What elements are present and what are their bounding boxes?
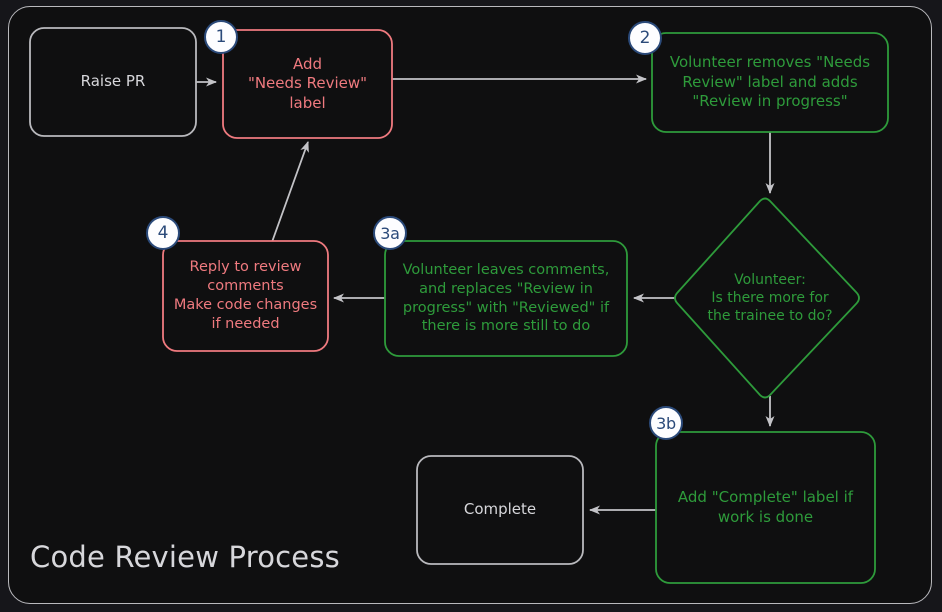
- node-shape-add-needs-review-label[interactable]: [222, 29, 393, 139]
- diagram-title: Code Review Process: [30, 540, 340, 574]
- node-shape-raise-pr[interactable]: [29, 27, 197, 137]
- step-badge-3b[interactable]: 3b: [649, 406, 683, 440]
- node-shape-volunteer-leaves-comments[interactable]: [384, 240, 628, 357]
- step-badge-3a[interactable]: 3a: [373, 216, 407, 250]
- step-badge-1[interactable]: 1: [204, 20, 238, 54]
- node-shape-add-complete-label[interactable]: [655, 431, 876, 584]
- node-shape-reply-to-review-comments[interactable]: [162, 240, 329, 352]
- edge-reply-to-add-label: [271, 141, 309, 243]
- step-badge-2[interactable]: 2: [628, 21, 662, 55]
- step-badge-4[interactable]: 4: [146, 216, 180, 250]
- node-shape-volunteer-more-for-trainee[interactable]: [674, 197, 860, 399]
- edge-layer: [196, 74, 775, 515]
- node-shape-volunteer-removes-needs-review[interactable]: [651, 32, 889, 133]
- node-shape-complete[interactable]: [416, 455, 584, 565]
